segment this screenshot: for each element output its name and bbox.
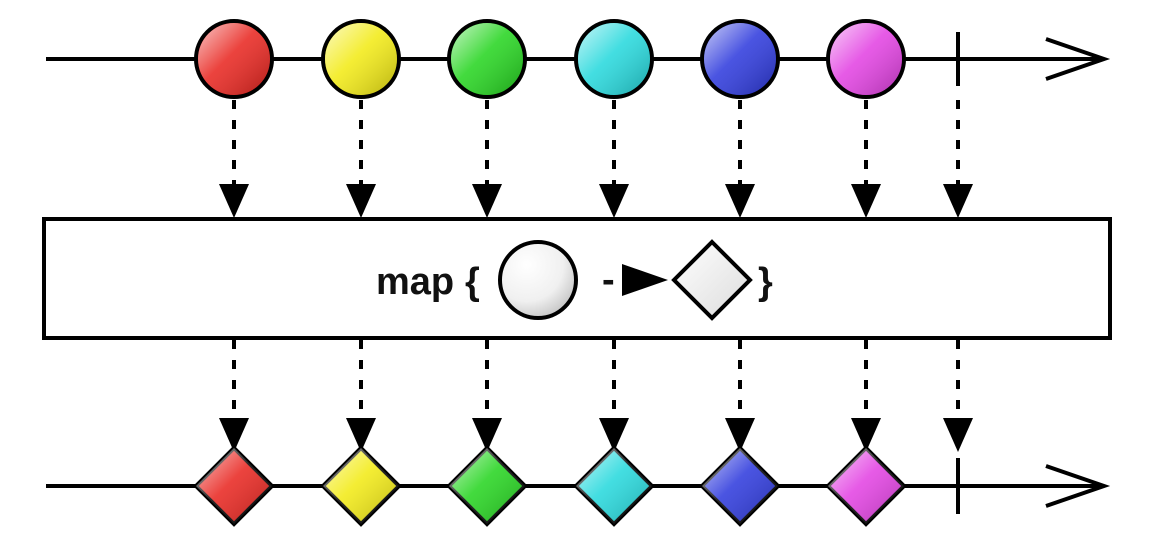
input-marble-highlight [451,23,523,95]
operator-output-diamond-icon [671,239,753,321]
output-connector-3 [472,340,502,452]
operator-open-brace: { [465,261,480,303]
input-marble-2 [321,19,401,99]
output-marble-2 [320,445,402,527]
operator-name: map [376,261,454,303]
input-connector-3 [472,100,502,218]
input-marble-highlight [704,23,776,95]
input-connector-6-arrowhead-icon [851,184,881,218]
input-connector-1-arrowhead-icon [219,184,249,218]
output-connectors [219,340,973,452]
output-connector-6 [851,340,881,452]
output-marble-highlight [449,448,525,524]
output-connector-7-arrowhead-icon [943,418,973,452]
input-marbles [194,19,906,99]
input-marble-4 [574,19,654,99]
input-connectors [219,100,973,218]
input-connector-4-arrowhead-icon [599,184,629,218]
output-connector-1 [219,340,249,452]
output-marble-highlight [828,448,904,524]
output-marble-1 [193,445,275,527]
output-connector-2-arrowhead-icon [346,418,376,452]
input-marble-3 [447,19,527,99]
input-connector-7 [943,100,973,218]
input-connector-4 [599,100,629,218]
output-marbles [193,445,907,527]
input-marble-5 [700,19,780,99]
operator-input-circle-icon [498,240,578,320]
output-connector-7 [943,340,973,452]
input-connector-3-arrowhead-icon [472,184,502,218]
output-connector-6-arrowhead-icon [851,418,881,452]
output-marble-6 [825,445,907,527]
output-marble-highlight [196,448,272,524]
output-connector-1-arrowhead-icon [219,418,249,452]
operator-box: map { - } [42,217,1112,340]
output-connector-4-arrowhead-icon [599,418,629,452]
input-marble-highlight [578,23,650,95]
input-marble-6 [826,19,906,99]
output-marble-highlight [576,448,652,524]
input-marble-highlight [325,23,397,95]
operator-close-brace: } [758,261,773,303]
output-marble-5 [699,445,781,527]
input-connector-5 [725,100,755,218]
output-marble-highlight [702,448,778,524]
input-marble-highlight [198,23,270,95]
output-connector-4 [599,340,629,452]
output-connector-5-arrowhead-icon [725,418,755,452]
output-connector-5 [725,340,755,452]
input-connector-1 [219,100,249,218]
output-marble-3 [446,445,528,527]
input-connector-6 [851,100,881,218]
input-connector-2-arrowhead-icon [346,184,376,218]
output-connector-2 [346,340,376,452]
input-connector-7-arrowhead-icon [943,184,973,218]
output-connector-3-arrowhead-icon [472,418,502,452]
operator-arrow-icon [622,264,668,296]
input-connector-2 [346,100,376,218]
operator-arrow-label: - [602,259,615,301]
input-connector-5-arrowhead-icon [725,184,755,218]
output-marble-4 [573,445,655,527]
output-timeline-arrow-icon [1045,464,1111,508]
input-marble-1 [194,19,274,99]
input-timeline-arrow-icon [1045,37,1111,81]
input-marble-highlight [830,23,902,95]
output-marble-highlight [323,448,399,524]
